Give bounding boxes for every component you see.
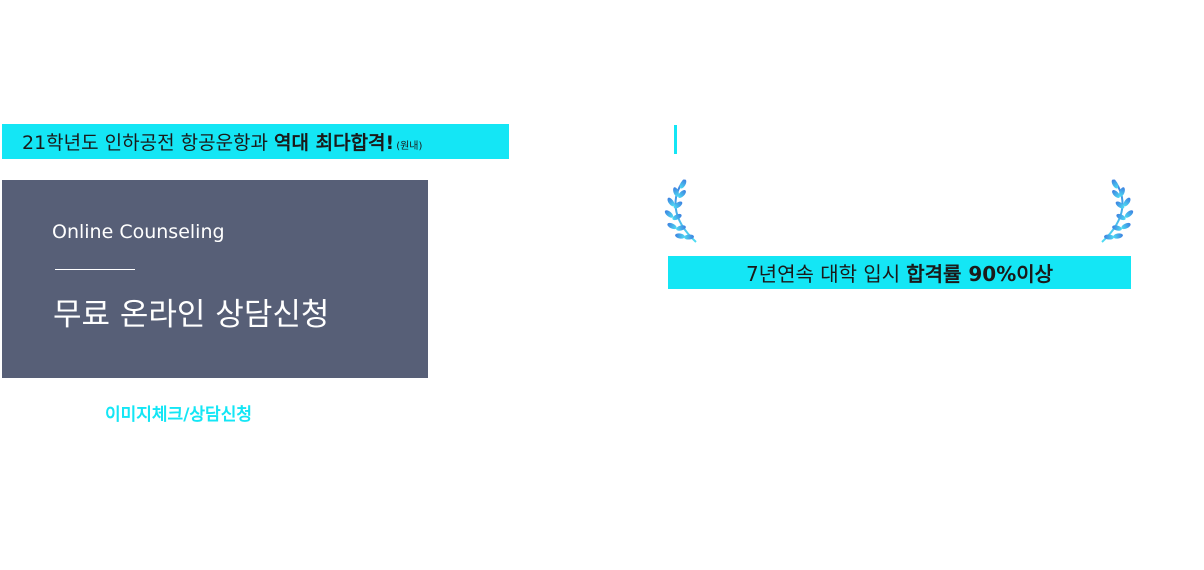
top-banner: 21학년도 인하공전 항공운항과 역대 최다합격! (원내) <box>2 124 509 159</box>
text-cursor-bar <box>674 125 677 154</box>
image-check-counseling-link[interactable]: 이미지체크/상담신청 <box>105 405 252 425</box>
counseling-subtitle: Online Counseling <box>52 221 225 243</box>
award-banner-highlight: 합격률 90%이상 <box>906 262 1054 286</box>
top-banner-text: 21학년도 인하공전 항공운항과 <box>22 132 269 154</box>
counseling-title: 무료 온라인 상담신청 <box>53 297 330 333</box>
award-banner: 7년연속 대학 입시 합격률 90%이상 <box>668 256 1131 289</box>
top-banner-note: (원내) <box>396 140 423 152</box>
laurel-left-icon <box>664 179 697 243</box>
laurel-right-icon <box>1101 179 1134 243</box>
counseling-box[interactable] <box>2 180 428 378</box>
award-banner-text: 7년연속 대학 입시 <box>745 262 901 286</box>
top-banner-highlight: 역대 최다합격! <box>274 132 395 154</box>
counseling-divider <box>55 269 135 270</box>
